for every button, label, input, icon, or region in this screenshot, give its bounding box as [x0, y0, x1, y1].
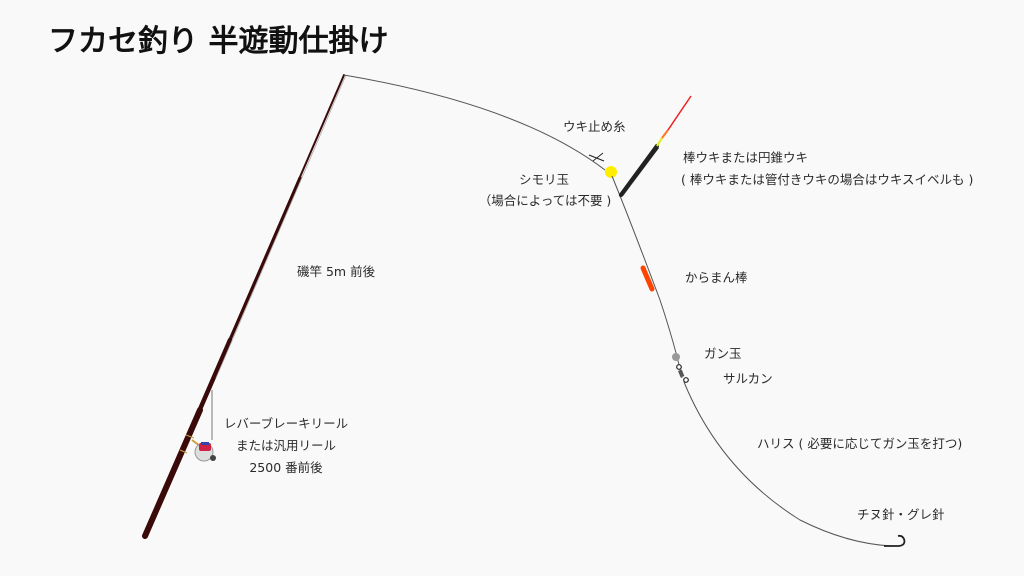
page-title: フカセ釣り 半遊動仕掛け: [48, 24, 389, 59]
gandama-label: ガン玉: [704, 346, 742, 361]
reel-label-3: 2500 番前後: [249, 460, 323, 475]
harisu-label: ハリス ( 必要に応じてガン玉を打つ): [757, 436, 963, 451]
karaman-label: からまん棒: [685, 270, 748, 285]
shimori-label: シモリ玉: [518, 172, 570, 187]
rod-icon: [142, 74, 347, 539]
main-line: [343, 74, 606, 171]
float-label: 棒ウキまたは円錐ウキ: [683, 150, 809, 165]
shimori-bead-icon: [605, 166, 617, 178]
rod-label: 磯竿 5m 前後: [297, 264, 376, 279]
harisu-line: [683, 381, 896, 547]
float-note-label: ( 棒ウキまたは管付きウキの場合はウキスイベルも ): [681, 172, 974, 187]
float-icon: [618, 95, 692, 198]
uki-stop-label: ウキ止め糸: [563, 119, 626, 134]
uki-stop-knot-icon: [588, 152, 605, 162]
reel-icon: [191, 390, 216, 462]
karaman-icon: [640, 265, 655, 292]
reel-label-2: または汎用リール: [235, 438, 337, 453]
hook-icon: [884, 534, 906, 547]
swivel-icon: [676, 364, 689, 383]
gandama-icon: [672, 353, 680, 361]
hook-label: チヌ針・グレ針: [857, 507, 945, 522]
reel-label-1: レバーブレーキリール: [223, 416, 349, 431]
shimori-note-label: （場合によっては不要 ): [478, 193, 612, 208]
sarukan-label: サルカン: [723, 371, 773, 386]
